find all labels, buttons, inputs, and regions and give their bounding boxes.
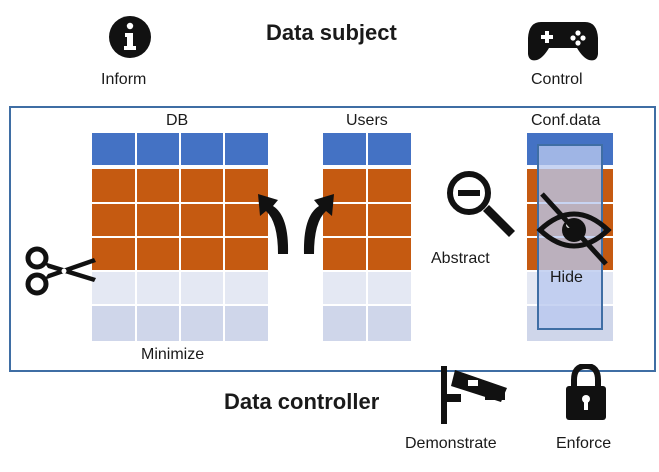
camera-icon xyxy=(441,366,507,424)
users-table xyxy=(323,133,411,341)
info-icon xyxy=(109,16,151,58)
db-table xyxy=(92,133,268,341)
split-arrows-icon xyxy=(258,194,334,254)
data-processing-frame xyxy=(9,106,656,372)
data-controller-title: Data controller xyxy=(224,389,380,414)
minimize-label: Minimize xyxy=(141,346,205,363)
magnifier-minus-icon xyxy=(447,171,515,237)
inform-label: Inform xyxy=(101,71,147,88)
demonstrate-label: Demonstrate xyxy=(405,435,497,452)
abstract-label: Abstract xyxy=(431,250,490,267)
conf-data-table-label: Conf.data xyxy=(531,112,601,129)
control-label: Control xyxy=(531,71,583,88)
hide-label: Hide xyxy=(550,269,583,286)
users-table-label: Users xyxy=(346,112,388,129)
enforce-label: Enforce xyxy=(556,435,612,452)
db-table-label: DB xyxy=(166,112,189,129)
scissors-icon xyxy=(25,246,96,296)
gamepad-icon xyxy=(528,22,598,61)
data-subject-title: Data subject xyxy=(266,20,397,45)
lock-icon xyxy=(566,364,606,420)
eye-slash-icon xyxy=(536,192,612,266)
